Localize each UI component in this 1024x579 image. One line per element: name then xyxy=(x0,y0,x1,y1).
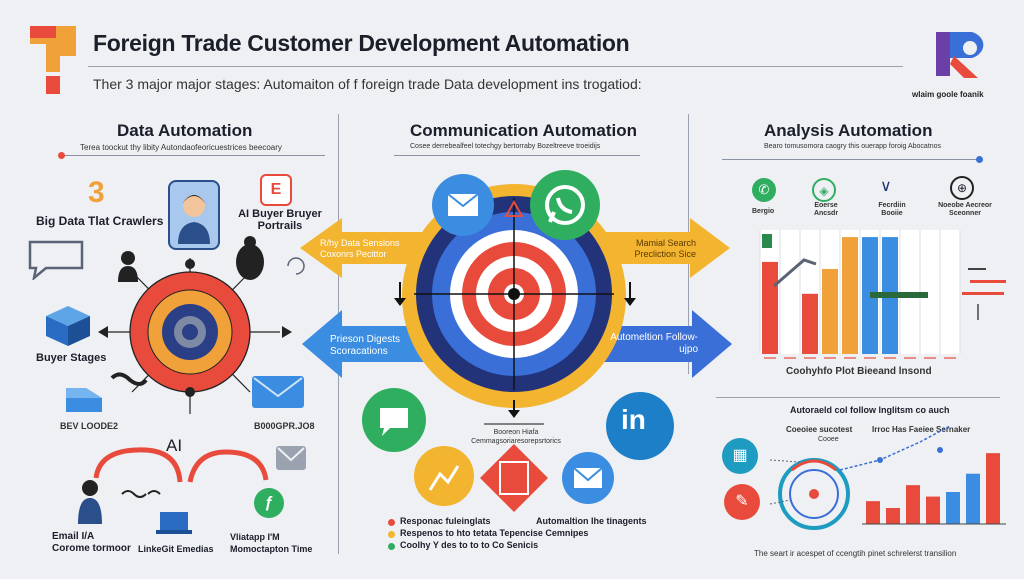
analysis-automation-heading: Analysis Automation xyxy=(764,121,933,140)
label-buyer-stages: Buyer Stages xyxy=(36,352,107,364)
brand-text: wlaim goole foanik xyxy=(912,90,984,99)
icon-label-3: Fecrdiin Booiie xyxy=(878,202,906,217)
laptop-icon xyxy=(156,510,192,536)
data-caption: Terea toockut thy libity Autondaofeoricu… xyxy=(80,143,282,152)
icon-label-2: Eoerse Ancsdr xyxy=(813,202,839,217)
envelope-icon-data xyxy=(252,376,304,408)
legend-dot-green xyxy=(388,543,395,550)
chart2-bar xyxy=(986,453,1000,524)
chart1-bar xyxy=(802,293,818,354)
communication-automation-heading: Communication Automation xyxy=(410,121,637,140)
chart1-tick xyxy=(784,357,796,359)
brand-logo-right xyxy=(932,28,986,82)
page-title: Foreign Trade Customer Development Autom… xyxy=(93,30,630,56)
label-boo: B000GPR.JO8 xyxy=(254,421,315,431)
comm-caption-line xyxy=(394,155,640,156)
header-divider xyxy=(88,66,903,67)
chart2-bar xyxy=(966,473,980,524)
label-ai-buyer-portraits: AI Buyer Bruyer Portrails xyxy=(238,208,322,232)
chart1-tick xyxy=(864,357,876,359)
arrow-left-bottom-text: Prieson Digests Scoracations xyxy=(330,334,401,357)
phone-icon: ✆ xyxy=(752,178,776,202)
whatsapp-green-icon: ƒ xyxy=(254,488,284,518)
data-caption-dot xyxy=(58,152,65,159)
chart1-tick xyxy=(764,357,776,359)
ai-buyer-icon: E xyxy=(260,174,292,206)
chart1-tick xyxy=(824,357,836,359)
icon-label-1: Bergio xyxy=(752,208,775,215)
page-subtitle: Ther 3 major major stages: Automaiton of… xyxy=(93,76,642,92)
analysis-caption-dot xyxy=(976,156,983,163)
envelope-gray-icon xyxy=(276,446,306,470)
label-whatsapp: Vliatapp I'M Momoctapton Time xyxy=(230,532,313,554)
buyer-portrait-card xyxy=(168,180,220,250)
legend-item-2: Automaltion Ihe tinagents xyxy=(536,516,647,526)
chart2-bar xyxy=(886,508,900,524)
arrow-left-top-text: R/hy Data Senslons Coxonrs Pecittor xyxy=(320,238,400,259)
chart1-bar xyxy=(822,268,838,354)
chart1-tick xyxy=(804,357,816,359)
globe-icon: ⊕ xyxy=(950,176,974,200)
check-icon: ∨ xyxy=(880,178,892,195)
calendar-circle-icon: ▦ xyxy=(722,438,758,474)
analysis-footer: The seart ir acespet of ccengtih pinet s… xyxy=(754,549,957,558)
comm-legend: Responac fuleinglats Automaltion Ihe tin… xyxy=(388,516,688,556)
icon-label-4: Noeobe Aecreor Sceonner xyxy=(938,202,992,217)
analysis-caption: Bearo tomusomora caogry this ouerapp for… xyxy=(764,143,942,150)
edit-circle-icon: ✎ xyxy=(724,484,760,520)
chart1-tick xyxy=(924,357,936,359)
legend-item-4: Coolhy Y des to to to Co Senicis xyxy=(400,540,539,550)
legend-item-3: Respenos to hto tetata Tepencise Cemnipe… xyxy=(400,528,589,538)
chart1-trend-line xyxy=(773,258,817,288)
label-email: Email I/A Corome tormoor xyxy=(52,531,131,554)
chart2-bar xyxy=(906,485,920,524)
number-three-icon: 3 xyxy=(88,176,105,209)
analysis-divider xyxy=(716,397,1000,398)
data-automation-heading: Data Automation xyxy=(117,121,253,140)
whatsapp-circle-icon xyxy=(530,170,600,240)
followup-sub-1: Coeoiee sucotest xyxy=(786,425,853,434)
chart2-bar xyxy=(866,501,880,524)
arrow-right-bottom-text: Automeltion Follow-ujpo xyxy=(610,332,698,355)
chart1-tick xyxy=(904,357,916,359)
linkedin-glyph: in xyxy=(621,404,646,435)
folder-icon xyxy=(64,384,104,414)
data-caption-line xyxy=(60,155,325,156)
followup-sub-3: Irroc Has Faeiee Sernaker xyxy=(872,425,971,434)
label-ai: AI xyxy=(166,436,183,455)
chart2-bar xyxy=(926,496,940,524)
email-circle-icon xyxy=(432,174,494,236)
label-linkedin: LinkeGit Emedias xyxy=(138,544,214,554)
followup-sub-2: Cooee xyxy=(818,436,839,443)
chart2-bar xyxy=(946,492,960,524)
label-big-data-crawlers: Big Data Tlat Crawlers xyxy=(36,214,164,228)
comm-caption: Cosee derrebealfeel totechgy bertorraby … xyxy=(410,143,601,150)
comm-center-label: Booreon Hiafa Cemmagsoriaresorepsrtorics xyxy=(471,429,561,445)
legend-dot-yellow xyxy=(388,531,395,538)
chart-caption: Coohyhfo Plot Bieeand lnsond xyxy=(786,366,932,377)
brand-logo-left xyxy=(26,22,82,98)
chart1-bar xyxy=(842,237,858,354)
analysis-caption-line xyxy=(722,159,978,160)
chart-side-bars xyxy=(962,262,1010,322)
cube-icon xyxy=(44,304,92,348)
legend-dot-red xyxy=(388,519,395,526)
chart1-marker-bar xyxy=(870,292,928,298)
chart1-tick xyxy=(844,357,856,359)
label-bev: BEV LOODE2 xyxy=(60,421,119,431)
chart1-tick xyxy=(884,357,896,359)
legend-item-1: Responac fuleinglats xyxy=(400,516,491,526)
chart1-tick xyxy=(944,357,956,359)
shield-icon: ◈ xyxy=(812,178,836,202)
chat-bubble-icon xyxy=(24,236,88,280)
arrow-right-top-text: Mamial Search Precliction Sice xyxy=(634,238,696,259)
followup-title: Autoraeld col follow lnglitsm co auch xyxy=(790,405,950,415)
chart1-flag xyxy=(762,234,772,248)
